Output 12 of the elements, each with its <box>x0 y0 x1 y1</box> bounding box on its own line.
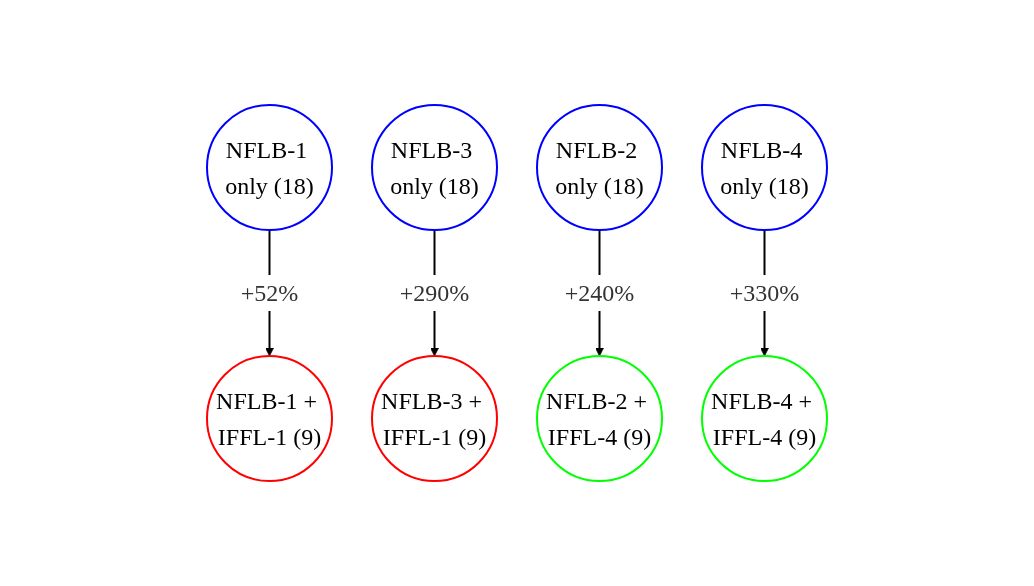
node-circle: NFLB-1 only (18) <box>206 104 333 231</box>
edge-label: +290% <box>399 280 470 306</box>
node-circle: NFLB-2 only (18) <box>536 104 663 231</box>
node-circle: NFLB-3 only (18) <box>371 104 498 231</box>
edge-label: +240% <box>564 280 635 306</box>
edge-label: +330% <box>729 280 800 306</box>
node-circle: NFLB-4 + IFFL-4 (9) <box>701 355 828 482</box>
node-circle: NFLB-1 + IFFL-1 (9) <box>206 355 333 482</box>
node-circle: NFLB-4 only (18) <box>701 104 828 231</box>
node-circle: NFLB-3 + IFFL-1 (9) <box>371 355 498 482</box>
edge-label: +52% <box>240 280 299 306</box>
node-circle: NFLB-2 + IFFL-4 (9) <box>536 355 663 482</box>
